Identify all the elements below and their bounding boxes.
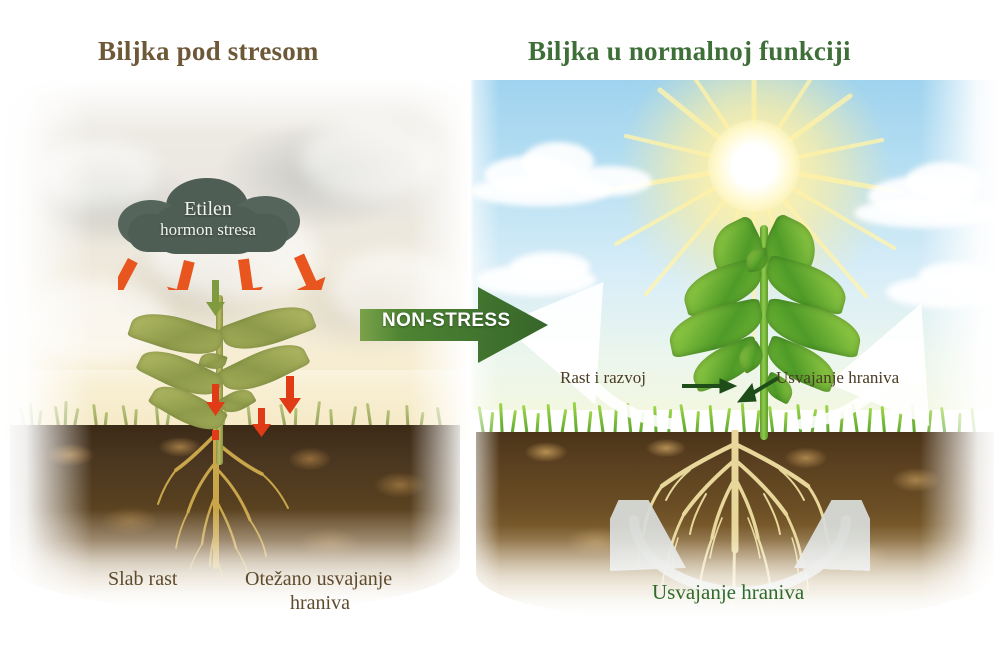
label-nutrient-uptake-bottom: Usvajanje hraniva (652, 580, 805, 604)
inner-decline-arrows (206, 280, 301, 440)
cloud-label-primary: Etilen (184, 198, 232, 220)
cloud-label-secondary: hormon stresa (160, 220, 256, 239)
sun-icon (708, 120, 800, 212)
label-growth-development: Rast i razvoj (560, 368, 646, 387)
page-title-left: Biljka pod stresom (98, 36, 319, 66)
panel-healthy-plant: Rast i razvoj Usvajanje hraniva Usvajanj… (470, 80, 1000, 650)
arrow-left-icon (736, 376, 780, 403)
sky-cloud (854, 198, 1000, 228)
page-title-right: Biljka u normalnoj funkciji (528, 36, 851, 66)
sky-cloud (906, 162, 982, 200)
label-poor-uptake-line2: hraniva (290, 592, 350, 614)
panel-stressed-plant: Etilen hormon stresa (0, 80, 470, 650)
sky-cloud (566, 166, 652, 196)
label-poor-uptake-line1: Otežano usvajanje (245, 568, 393, 590)
arrow-right-icon (682, 378, 738, 394)
non-stress-label: NON-STRESS (382, 310, 511, 331)
label-nutrient-uptake: Usvajanje hraniva (776, 368, 900, 387)
cloud-text-block: Etilen hormon stresa (112, 198, 304, 240)
soil-fade-overlay (0, 510, 470, 630)
label-slow-growth: Slab rast (108, 568, 178, 590)
